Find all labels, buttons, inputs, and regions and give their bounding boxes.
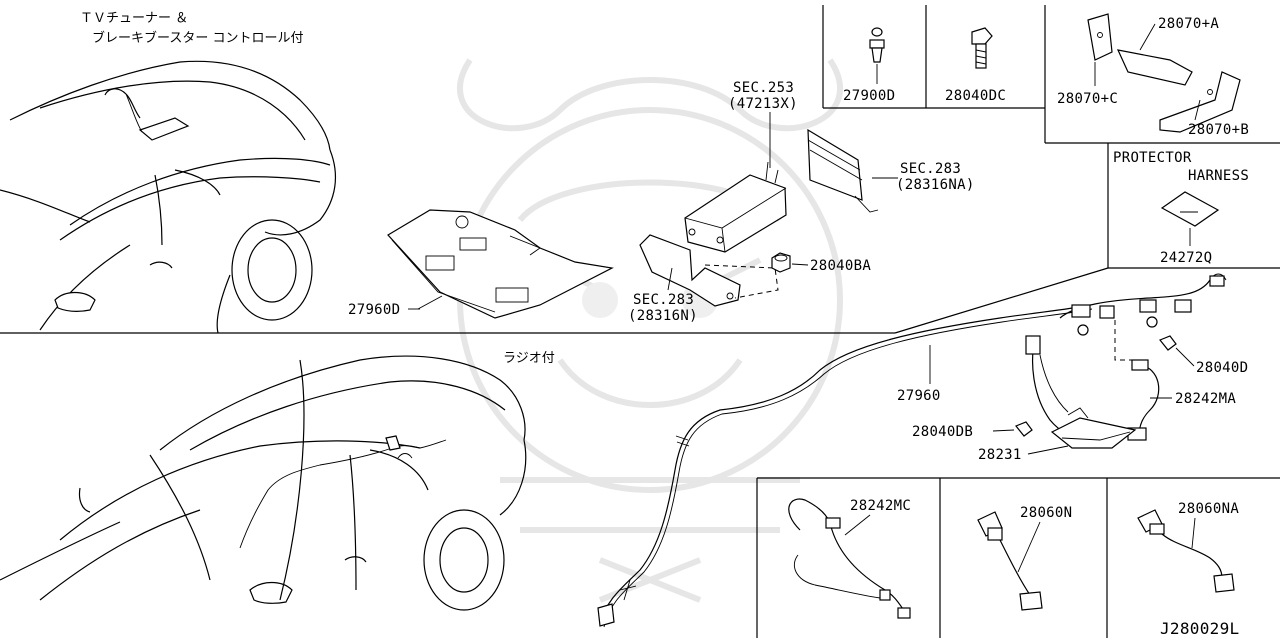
feeder-28060N bbox=[977, 511, 1043, 611]
feeder-28060NA bbox=[1137, 509, 1235, 593]
harness-28242MC bbox=[788, 498, 911, 619]
clip-28040D bbox=[1159, 335, 1177, 351]
lower-car-illustration bbox=[0, 355, 527, 611]
callout-sec253-line1: SEC.253 bbox=[733, 80, 794, 96]
callout-sec283a-line2: (28316NA) bbox=[896, 177, 975, 193]
callout-sec283b-line1: SEC.283 bbox=[633, 292, 694, 308]
callout-sec283b-line2: (28316N) bbox=[628, 308, 698, 324]
callout-28040DC[interactable]: 28040DC bbox=[945, 88, 1006, 104]
brackets-28070 bbox=[1087, 13, 1241, 133]
floor-antenna-27960D bbox=[387, 209, 614, 319]
callout-28060N[interactable]: 28060N bbox=[1020, 505, 1072, 521]
callout-28070-C[interactable]: 28070+C bbox=[1057, 91, 1118, 107]
callout-sec283a-line1: SEC.283 bbox=[900, 161, 961, 177]
bracket-28316NA bbox=[807, 128, 879, 213]
diagram-code: J280029L bbox=[1160, 619, 1239, 638]
nut-28040BA bbox=[771, 252, 791, 273]
protector-harness-line1: PROTECTOR bbox=[1113, 150, 1192, 166]
control-unit-47213X bbox=[684, 161, 787, 253]
callout-28070-B[interactable]: 28070+B bbox=[1188, 122, 1249, 138]
callout-28242MA[interactable]: 28242MA bbox=[1175, 391, 1236, 407]
callout-28040DB[interactable]: 28040DB bbox=[912, 424, 973, 440]
callout-27960[interactable]: 27960 bbox=[897, 388, 941, 404]
amplifier-28231 bbox=[1050, 407, 1137, 449]
callout-sec253-line2: (47213X) bbox=[728, 96, 798, 112]
callout-24272Q[interactable]: 24272Q bbox=[1160, 250, 1212, 266]
callout-28040BA[interactable]: 28040BA bbox=[810, 258, 871, 274]
protector-harness-line2: HARNESS bbox=[1188, 168, 1249, 184]
callout-27960D[interactable]: 27960D bbox=[348, 302, 400, 318]
tv-tuner-note-line1: ＴＶチューナー ＆ bbox=[80, 11, 188, 26]
bolt-28040DC bbox=[971, 27, 993, 69]
callout-28070-A[interactable]: 28070+A bbox=[1158, 16, 1219, 32]
harness-27960 bbox=[597, 304, 1093, 628]
tv-tuner-note-line2: ブレーキブースター コントロール付 bbox=[92, 30, 303, 46]
harness-assembly-28242MA bbox=[1025, 273, 1227, 441]
bolt-27900D bbox=[869, 27, 885, 63]
section-dividers bbox=[0, 5, 1280, 638]
protector-24272Q bbox=[1160, 191, 1220, 227]
clip-28040DB bbox=[1015, 421, 1033, 437]
upper-car-illustration bbox=[0, 60, 337, 334]
radio-note: ラジオ付 bbox=[503, 351, 555, 366]
callout-28040D[interactable]: 28040D bbox=[1196, 360, 1248, 376]
callout-28060NA[interactable]: 28060NA bbox=[1178, 501, 1239, 517]
callout-28231[interactable]: 28231 bbox=[978, 447, 1022, 463]
bracket-28316N bbox=[639, 234, 779, 307]
callout-28242MC[interactable]: 28242MC bbox=[850, 498, 911, 514]
callout-27900D[interactable]: 27900D bbox=[843, 88, 895, 104]
watermark-emblem bbox=[457, 58, 843, 603]
